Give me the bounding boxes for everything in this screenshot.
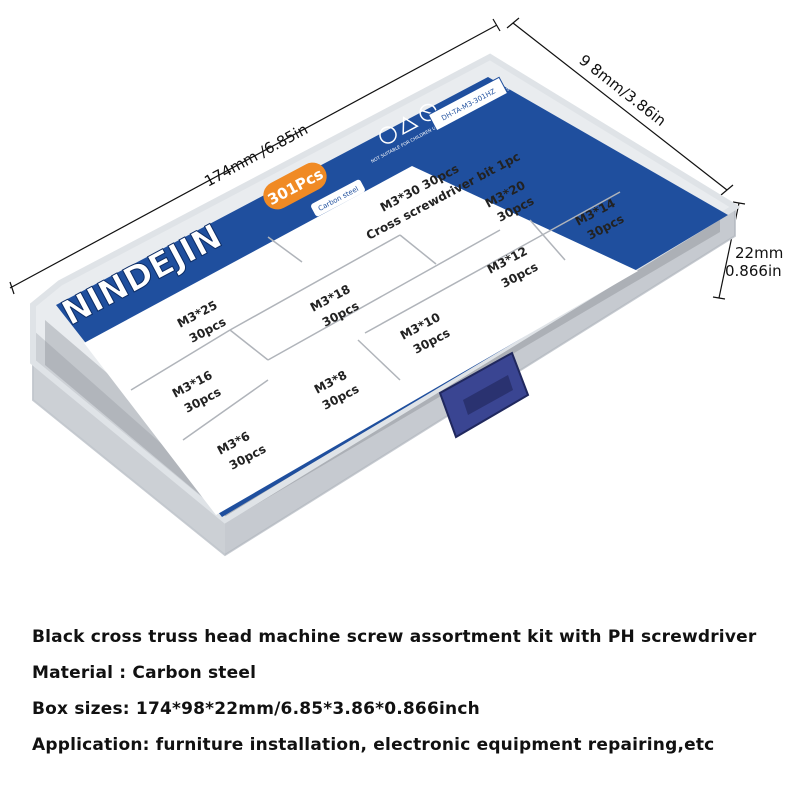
product-label <box>56 77 728 517</box>
box-latch <box>438 351 530 439</box>
length-dimension-line <box>9 18 501 295</box>
product-photo: 174mm /6.85in 9 8mm/3.86in 22mm 0.866in … <box>9 17 783 557</box>
product-description-line-1: Black cross truss head machine screw ass… <box>32 627 757 647</box>
compartment-grid <box>130 191 621 441</box>
height-mm-text: 22mm <box>735 244 783 262</box>
compartment-map <box>84 166 638 515</box>
product-box-size-line: Box sizes: 174*98*22mm/6.85*3.86*0.866in… <box>32 699 480 719</box>
warning-icon <box>402 116 419 135</box>
recycle-icon <box>379 126 397 144</box>
height-in-text: 0.866in <box>725 262 782 280</box>
product-application-line: Application: furniture installation, ele… <box>32 735 715 755</box>
width-dimension-line <box>506 17 734 196</box>
product-material-line: Material : Carbon steel <box>32 663 257 683</box>
